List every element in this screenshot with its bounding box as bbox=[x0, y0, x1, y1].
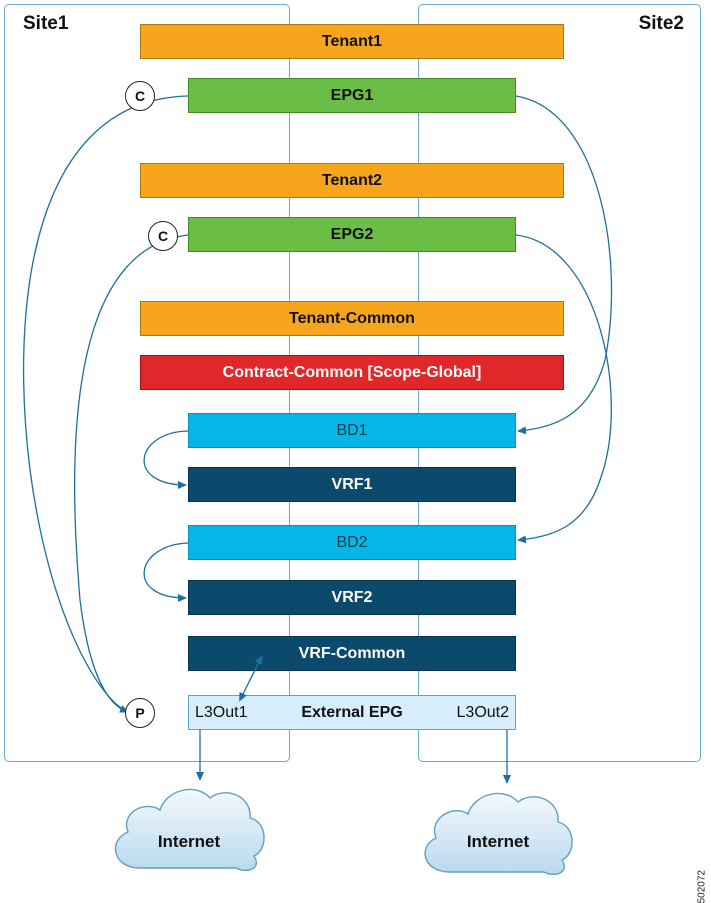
epg1-to-bd1-line bbox=[515, 95, 613, 435]
l3out1-label: L3Out1 bbox=[195, 703, 248, 721]
l3out1-vrf-common-line bbox=[239, 655, 263, 702]
vrf1-bar: VRF1 bbox=[188, 467, 516, 502]
consumer-marker-epg2: C bbox=[148, 221, 178, 251]
epg2-to-bd2-line bbox=[515, 234, 612, 544]
internet-label-left: Internet bbox=[157, 832, 221, 851]
internet-cloud-right-icon bbox=[424, 792, 573, 876]
epg1-bar: EPG1 bbox=[188, 78, 516, 113]
bd2-bar: BD2 bbox=[188, 525, 516, 560]
figure-id: 502072 bbox=[696, 870, 707, 903]
external-epg-label: External EPG bbox=[301, 703, 403, 721]
site2-label: Site2 bbox=[638, 13, 684, 34]
bd2-to-vrf2-line bbox=[143, 542, 189, 602]
bd1-bar: BD1 bbox=[188, 413, 516, 448]
bd1-to-vrf1-line bbox=[143, 430, 189, 489]
vrf2-bar: VRF2 bbox=[188, 580, 516, 615]
connector-diagram bbox=[22, 95, 613, 876]
consumer-marker-epg1: C bbox=[125, 81, 155, 111]
epg2-to-provider-line bbox=[73, 234, 189, 713]
tenant2-bar: Tenant2 bbox=[140, 163, 564, 198]
epg2-bar: EPG2 bbox=[188, 217, 516, 252]
internet-label-right: Internet bbox=[466, 832, 530, 851]
epg1-to-provider-line bbox=[22, 95, 189, 713]
contract-common-bar: Contract-Common [Scope-Global] bbox=[140, 355, 564, 390]
tenant-common-bar: Tenant-Common bbox=[140, 301, 564, 336]
internet-cloud-left-icon bbox=[114, 788, 265, 872]
provider-marker: P bbox=[125, 698, 155, 728]
tenant1-bar: Tenant1 bbox=[140, 24, 564, 59]
l3out2-label: L3Out2 bbox=[456, 703, 509, 721]
site1-label: Site1 bbox=[23, 13, 69, 34]
